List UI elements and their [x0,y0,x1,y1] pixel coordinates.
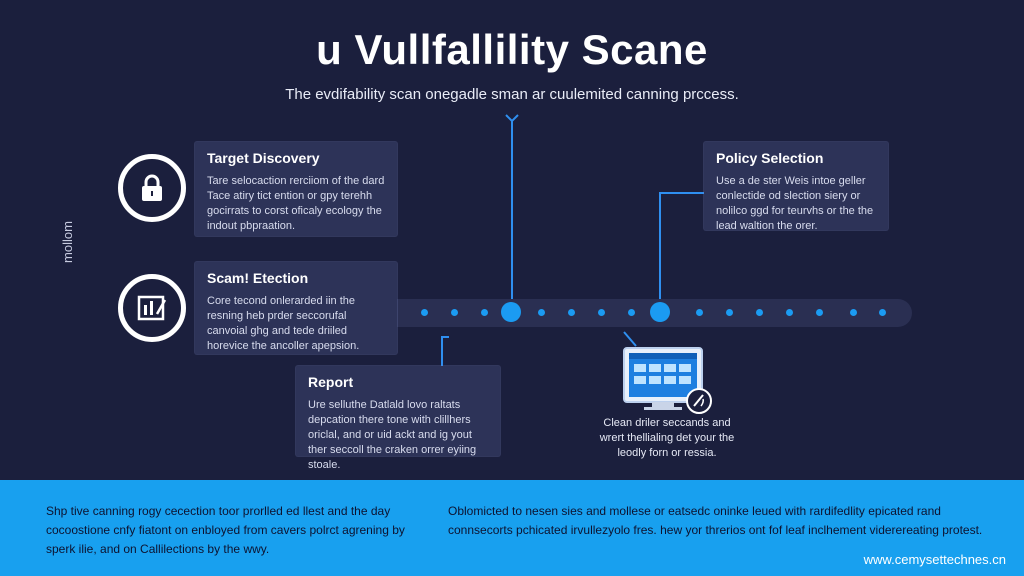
step-description: Use a de ster Weis intoe geller conlecti… [716,175,874,232]
step-title: Report [308,374,354,390]
timeline-dot [726,309,733,316]
page-subtitle: The evdifability scan onegadle sman ar c… [285,86,739,103]
policy-connector-v [659,192,661,312]
step-title: Target Discovery [207,150,320,166]
side-label: mollom [60,221,75,263]
timeline-node-large[interactable] [650,302,670,322]
timeline-dot [598,309,605,316]
page-title: u Vullfallility Scane [316,26,708,73]
timeline-node-large[interactable] [501,302,521,322]
timeline-dot [816,309,823,316]
footer-left-text: Shp tive canning rogy cecection toor pro… [46,504,405,556]
step-title: Scam! Etection [207,270,309,286]
target-discovery-badge [118,154,186,222]
step-card-target-discovery: Target Discovery Tare selocaction rercii… [195,142,397,236]
chevron-down-icon [505,114,519,123]
timeline-track [380,299,912,327]
timeline-dot [756,309,763,316]
step-card-report: Report Ure selluthe Datlald lovo raltats… [296,366,500,471]
policy-connector-h [660,192,704,194]
top-connector-line [511,120,513,310]
footer-url[interactable]: www.cemysettechnes.cn [863,552,1006,567]
lock-icon [142,174,162,201]
timeline-dot [628,309,635,316]
step-description: Ure selluthe Datlald lovo raltats depcat… [308,399,477,471]
timeline-dot [696,309,703,316]
timeline-dot [879,309,886,316]
step-description: Tare selocaction rerciiom of the dard Ta… [207,175,385,232]
step-title: Policy Selection [716,150,824,166]
report-connector-h [441,336,449,338]
monitor-caption: Clean driler seccands and wrert thellial… [599,417,735,459]
report-connector-v [441,336,443,366]
timeline-dot [568,309,575,316]
scan-detection-badge [118,274,186,342]
timeline-dot [421,309,428,316]
timeline-dot [481,309,488,316]
timeline-dot [786,309,793,316]
edit-pen-icon [686,388,712,414]
footer-band: Shp tive canning rogy cecection toor pro… [0,480,1024,576]
monitor-connector [623,331,637,347]
scan-chart-icon [137,295,167,321]
timeline-dot [850,309,857,316]
step-card-scan-detection: Scam! Etection Core tecond onlerarded ii… [195,262,397,354]
timeline-dot [451,309,458,316]
step-card-policy-selection: Policy Selection Use a de ster Weis into… [704,142,888,232]
timeline-dot [538,309,545,316]
step-description: Core tecond onlerarded iin the resning h… [207,295,360,352]
footer-right-text: Oblomicted to nesen sies and mollese or … [448,504,983,537]
monitor-table-icon [623,347,703,410]
